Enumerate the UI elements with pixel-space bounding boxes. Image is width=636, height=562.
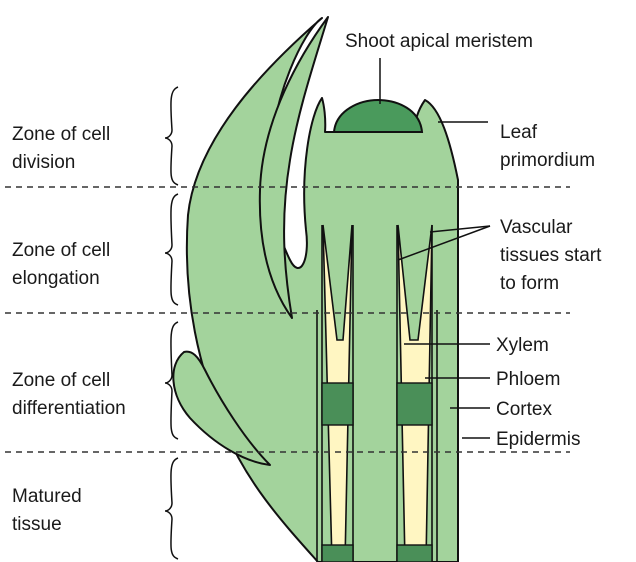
zone-differentiation-label: Zone of cell xyxy=(12,370,110,391)
zone-matured-label: Matured xyxy=(12,486,82,507)
zone-division-label-2: division xyxy=(12,152,75,173)
brace-elongation xyxy=(165,194,178,305)
zone-elongation-label: Zone of cell xyxy=(12,240,110,261)
zone-braces xyxy=(165,87,178,559)
shoot-apical-meristem xyxy=(334,100,422,132)
phloem-label: Phloem xyxy=(496,369,560,390)
zone-differentiation-label-2: differentiation xyxy=(12,398,126,419)
zone-matured-label-2: tissue xyxy=(12,514,62,535)
epidermis-label: Epidermis xyxy=(496,429,580,450)
shoot-apical-meristem-label: Shoot apical meristem xyxy=(345,31,533,52)
brace-division xyxy=(165,87,178,185)
leaf-primordium-label-2: primordium xyxy=(500,150,595,171)
zone-elongation-label-2: elongation xyxy=(12,268,100,289)
leaf-primordium-label: Leaf xyxy=(500,122,538,143)
cortex-label: Cortex xyxy=(496,399,552,420)
zone-division-label: Zone of cell xyxy=(12,124,110,145)
vascular-tissues-label-3: to form xyxy=(500,273,559,294)
zone-labels: Zone of cell division Zone of cell elong… xyxy=(12,124,126,535)
vascular-tissues-label: Vascular xyxy=(500,217,573,238)
brace-matured xyxy=(165,458,178,559)
vascular-tissues-label-2: tissues start xyxy=(500,245,602,266)
xylem-label: Xylem xyxy=(496,335,549,356)
